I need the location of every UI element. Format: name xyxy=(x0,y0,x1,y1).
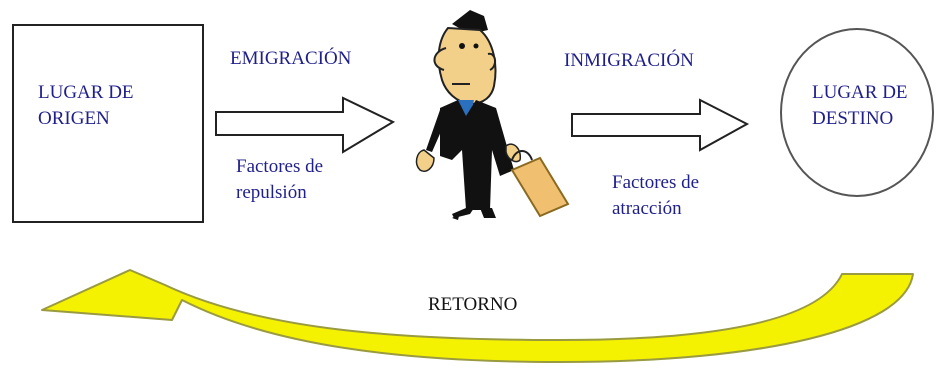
immigration-factors-label: Factores de atracción xyxy=(612,172,700,219)
emigration-arrow xyxy=(215,96,396,154)
destination-label: LUGAR DE DESTINO xyxy=(812,82,908,129)
return-arrow xyxy=(41,269,914,363)
emigration-label: EMIGRACIÓN xyxy=(230,48,352,69)
emigration-factors-label: Factores de repulsión xyxy=(236,156,324,203)
migrant-figure-icon xyxy=(415,10,570,220)
origin-box xyxy=(12,24,204,223)
destination-circle xyxy=(780,28,934,197)
immigration-arrow xyxy=(571,98,750,152)
immigration-label: INMIGRACIÓN xyxy=(564,50,694,71)
return-label: RETORNO xyxy=(428,294,518,315)
origin-label: LUGAR DE ORIGEN xyxy=(38,82,134,129)
